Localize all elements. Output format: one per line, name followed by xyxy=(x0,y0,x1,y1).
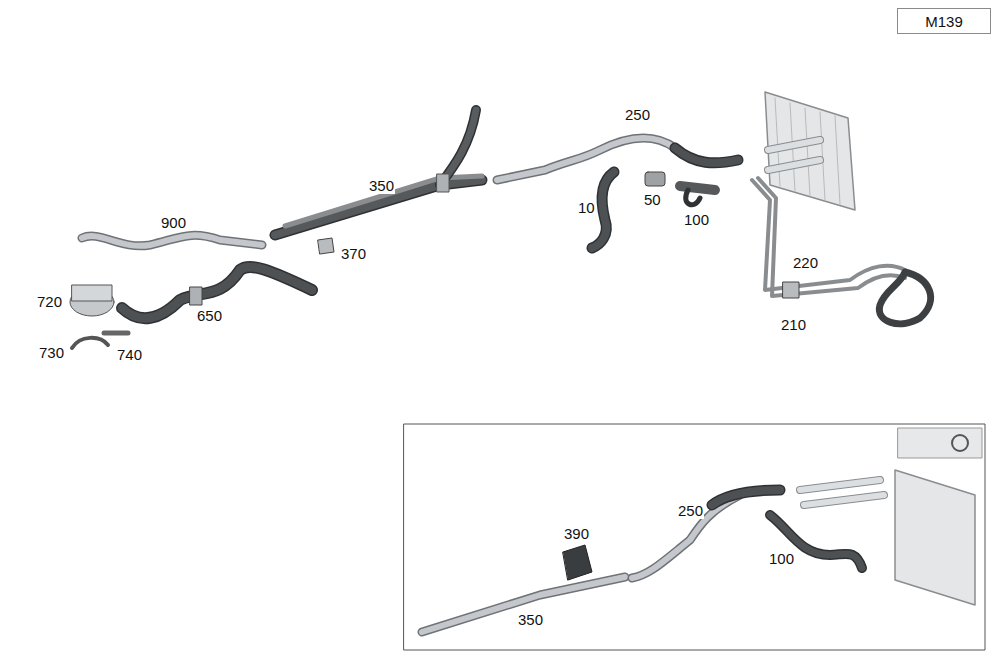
callout-number: 370 xyxy=(340,245,367,262)
callout-number: 50 xyxy=(643,191,662,208)
callout-number: 730 xyxy=(38,344,65,361)
callout-number: 650 xyxy=(196,307,223,324)
callout-number: 390 xyxy=(563,525,590,542)
callout-number: 250 xyxy=(624,106,651,123)
callout-number: 250 xyxy=(677,502,704,519)
callout-number: 900 xyxy=(160,214,187,231)
callout-number: 350 xyxy=(368,177,395,194)
callout-number: 350 xyxy=(517,611,544,628)
figure-code: M139 xyxy=(925,13,963,30)
callout-number: 740 xyxy=(116,346,143,363)
callout-number: 210 xyxy=(780,316,807,333)
callout-number: 720 xyxy=(36,293,63,310)
figure-code-box: M139 xyxy=(897,8,991,34)
callout-number: 10 xyxy=(577,199,596,216)
callout-number: 100 xyxy=(683,211,710,228)
callout-number: 220 xyxy=(792,254,819,271)
callout-number: 100 xyxy=(768,550,795,567)
